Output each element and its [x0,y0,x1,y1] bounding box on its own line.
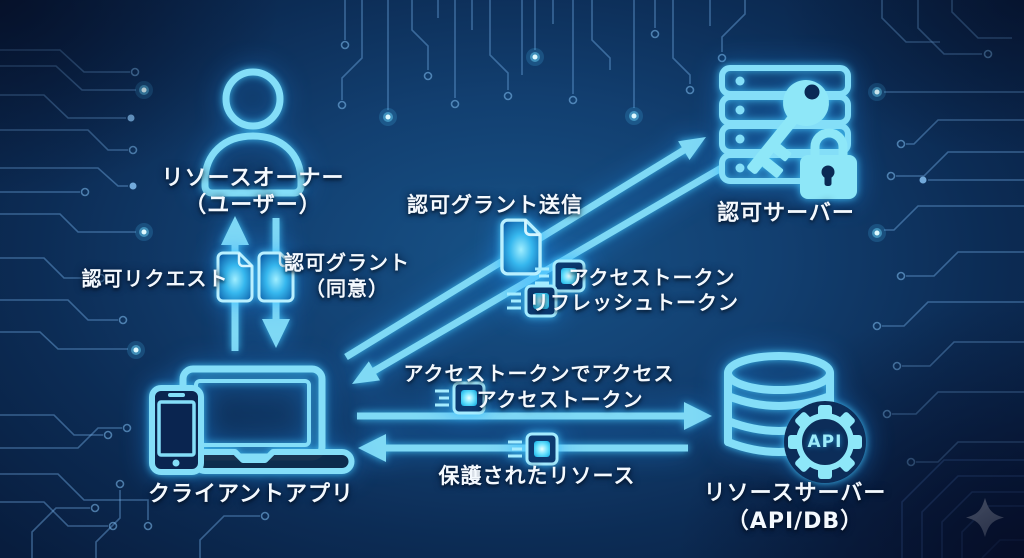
auth-request-label: 認可リクエスト [81,266,229,291]
padlock-icon [800,128,857,199]
api-access-arrow [357,402,712,430]
key-icon [747,80,829,178]
person-icon [201,68,305,197]
resource-owner-sublabel: （ユーザー） [184,193,322,218]
access-token-label: アクセストークン [568,265,736,290]
api-gear-icon [784,401,866,483]
resource-server-sublabel: （API/DB） [726,509,864,534]
glow-dot [127,48,886,359]
api-access-label: アクセストークンでアクセス [403,361,675,386]
resource-server-label: リソースサーバー [703,481,887,506]
client-app-label: クライアントアプリ [147,482,355,507]
resource-owner-label: リソースオーナー [161,166,345,191]
auth-server-label: 認可サーバー [717,201,855,226]
auth-server-icon [719,65,857,199]
auth-grant-label: 認可グラント [284,250,410,275]
client-app-icon [149,365,355,475]
api-access-sublabel: アクセストークン [476,387,644,412]
smartphone-icon [149,385,204,475]
send-auth-grant-label: 認可グラント送信 [407,193,583,217]
protected-resource-label: 保護されたリソース [438,464,636,488]
resource-server-icon [724,352,866,483]
api-badge: API [807,432,843,452]
auth-grant-sublabel: （同意） [305,276,389,301]
refresh-token-label: リフレッシュトークン [529,290,739,315]
